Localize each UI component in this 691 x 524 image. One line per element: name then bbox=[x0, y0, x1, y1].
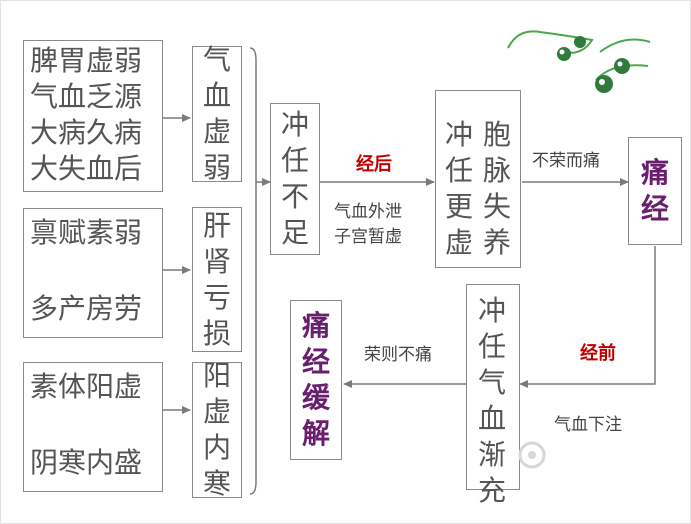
mechanism-qixue-xuruo: 气 血 虚 弱 bbox=[192, 43, 242, 184]
box-char: 气 bbox=[202, 43, 231, 76]
cause-box-3: 素体阳虚 阴寒内盛 bbox=[23, 362, 163, 492]
box-char: 胞 bbox=[482, 118, 511, 151]
box-char: 痛 bbox=[301, 309, 330, 342]
cause-line: 禀赋素弱 bbox=[30, 216, 143, 249]
chongren-buzu-box: 冲 任 不 足 bbox=[270, 103, 320, 255]
box-char: 弱 bbox=[202, 151, 231, 184]
box-char: 寒 bbox=[202, 467, 231, 500]
label-qixue-waixie: 气血外泄 bbox=[334, 202, 402, 222]
box-char: 养 bbox=[482, 226, 511, 259]
box-char: 经 bbox=[301, 345, 330, 378]
label-jinghou: 经后 bbox=[356, 154, 392, 175]
chongren-jianchong-box: 冲 任 气 血 渐 充 bbox=[466, 284, 520, 507]
cause-line: 大病久病 bbox=[30, 116, 143, 149]
vine-ornament-icon bbox=[507, 30, 651, 93]
box-char: 虚 bbox=[202, 115, 231, 148]
label-zigong-zanxu: 子宫暂虚 bbox=[334, 227, 402, 247]
tongjing-huanjie-box: 痛 经 缓 解 bbox=[290, 300, 342, 460]
box-char: 任 bbox=[280, 144, 309, 177]
label-jingqian: 经前 bbox=[580, 343, 616, 364]
label-rong-ze-butong: 荣则不痛 bbox=[364, 345, 432, 365]
box-char: 失 bbox=[482, 190, 511, 223]
box-char: 血 bbox=[202, 79, 231, 112]
box-char: 冲 bbox=[444, 118, 473, 151]
box-char: 亏 bbox=[202, 280, 231, 314]
cause-box-1: 脾胃虚弱 气血乏源 大病久病 大失血后 bbox=[23, 40, 163, 192]
box-char: 肝 bbox=[202, 208, 231, 242]
box-char: 脉 bbox=[482, 154, 511, 187]
box-char: 冲 bbox=[280, 108, 309, 141]
box-char: 内 bbox=[202, 431, 231, 464]
box-char: 任 bbox=[477, 330, 506, 363]
box-char: 冲 bbox=[477, 294, 506, 327]
box-char: 损 bbox=[202, 316, 231, 350]
arrow-tongjing-to-jianchong bbox=[519, 246, 656, 388]
box-char: 缓 bbox=[301, 381, 330, 414]
watermark-logo-icon bbox=[518, 441, 546, 469]
label-qixue-xiazhu: 气血下注 bbox=[554, 415, 622, 435]
box-char: 足 bbox=[280, 216, 309, 249]
cause-line: 气血乏源 bbox=[30, 80, 143, 113]
box-char: 不 bbox=[280, 180, 309, 213]
mechanism-ganshen-kuisun: 肝 肾 亏 损 bbox=[192, 207, 242, 352]
cause-line: 素体阳虚 bbox=[30, 370, 143, 403]
box-char: 更 bbox=[444, 190, 473, 223]
box-char: 经 bbox=[640, 192, 669, 225]
box-char: 渐 bbox=[477, 438, 506, 471]
box-char: 虚 bbox=[202, 395, 231, 428]
box-char: 任 bbox=[444, 154, 473, 187]
tongjing-box: 痛 经 bbox=[628, 137, 682, 245]
mechanism-yangxu-neihan: 阳 虚 内 寒 bbox=[192, 359, 242, 500]
cause-line: 大失血后 bbox=[30, 152, 143, 185]
label-burong-ertong: 不荣而痛 bbox=[532, 151, 600, 171]
box-char: 肾 bbox=[202, 244, 231, 278]
cause-line: 脾胃虚弱 bbox=[30, 44, 143, 77]
cause-line: 阴寒内盛 bbox=[30, 446, 143, 479]
box-char: 虚 bbox=[444, 226, 473, 259]
chongren-gengxu-box: 冲 任 更 虚 胞 脉 失 养 bbox=[435, 90, 521, 268]
cause-line: 多产房劳 bbox=[30, 292, 143, 325]
box-char: 气 bbox=[477, 366, 506, 399]
box-char: 痛 bbox=[640, 156, 669, 189]
box-char: 充 bbox=[477, 474, 506, 507]
box-char: 解 bbox=[301, 417, 330, 450]
box-char: 血 bbox=[477, 402, 506, 435]
box-char: 阳 bbox=[202, 359, 231, 392]
merge-bracket bbox=[249, 47, 257, 495]
cause-box-2: 禀赋素弱 多产房劳 bbox=[23, 208, 163, 338]
